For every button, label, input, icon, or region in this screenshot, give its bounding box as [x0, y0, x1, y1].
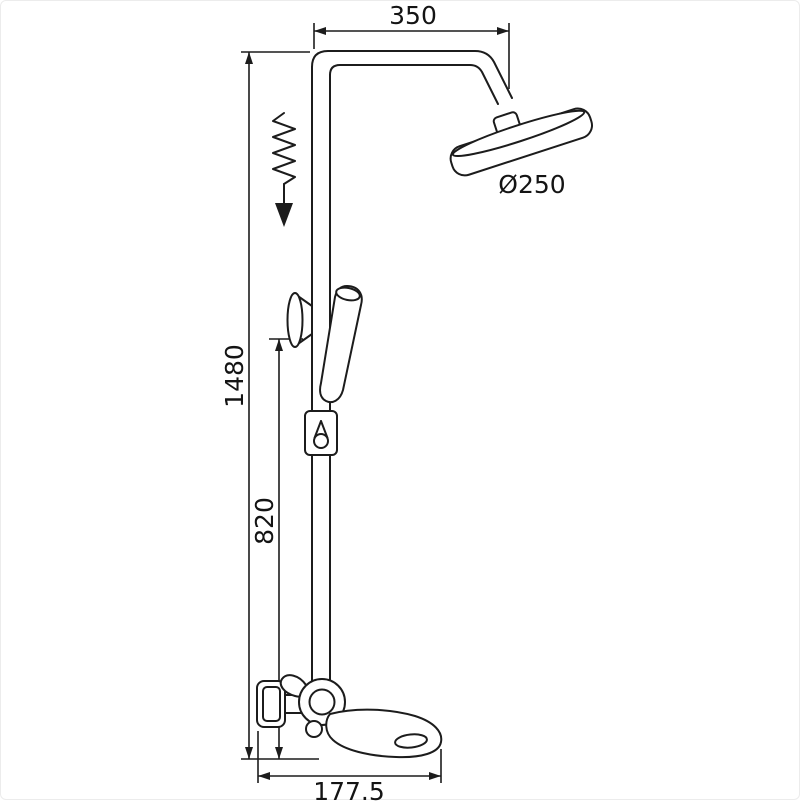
arrowhead-left: [258, 772, 270, 780]
label-head-diameter: Ø250: [498, 170, 565, 199]
dimension-top-width: 350: [313, 1, 510, 89]
clamp-keyhole: [313, 433, 329, 449]
slider-clamp: [304, 410, 338, 456]
arrowhead-right: [497, 27, 509, 35]
tub-spout: [325, 708, 443, 759]
pipe-inner-edge: [329, 64, 499, 105]
spout-opening: [394, 733, 428, 749]
arrowhead-top: [275, 339, 283, 351]
down-arrow-icon: [275, 203, 293, 227]
mixer-body-inner: [308, 688, 336, 716]
overhead-shower-head: [449, 107, 593, 177]
bracket-flange: [286, 292, 304, 348]
hand-shower-face: [335, 286, 361, 302]
hand-shower-body: [319, 285, 363, 404]
wall-bracket: [286, 292, 313, 348]
hand-shower: [319, 285, 363, 404]
diverter-knob: [305, 720, 323, 738]
arrowhead-bottom: [245, 747, 253, 759]
zigzag-spring-icon: [272, 112, 296, 185]
pipe-outer-edge: [311, 50, 513, 99]
dimension-spout-reach: 177.5: [257, 731, 442, 801]
dimension-label-1480: 1480: [220, 344, 249, 408]
wall-flange-inner: [262, 686, 281, 722]
dimension-overall-height: 1480: [220, 51, 319, 760]
dimension-label-350: 350: [389, 1, 437, 30]
dimension-label-177-5: 177.5: [313, 777, 385, 801]
arrowhead-right: [429, 772, 441, 780]
arrowhead-left: [314, 27, 326, 35]
arrowhead-bottom: [275, 747, 283, 759]
mixer-assembly: [256, 674, 443, 759]
dimension-label-820: 820: [250, 497, 279, 545]
arrowhead-top: [245, 52, 253, 64]
spring-arrow-symbol: [272, 112, 296, 227]
head-face: [451, 109, 586, 158]
